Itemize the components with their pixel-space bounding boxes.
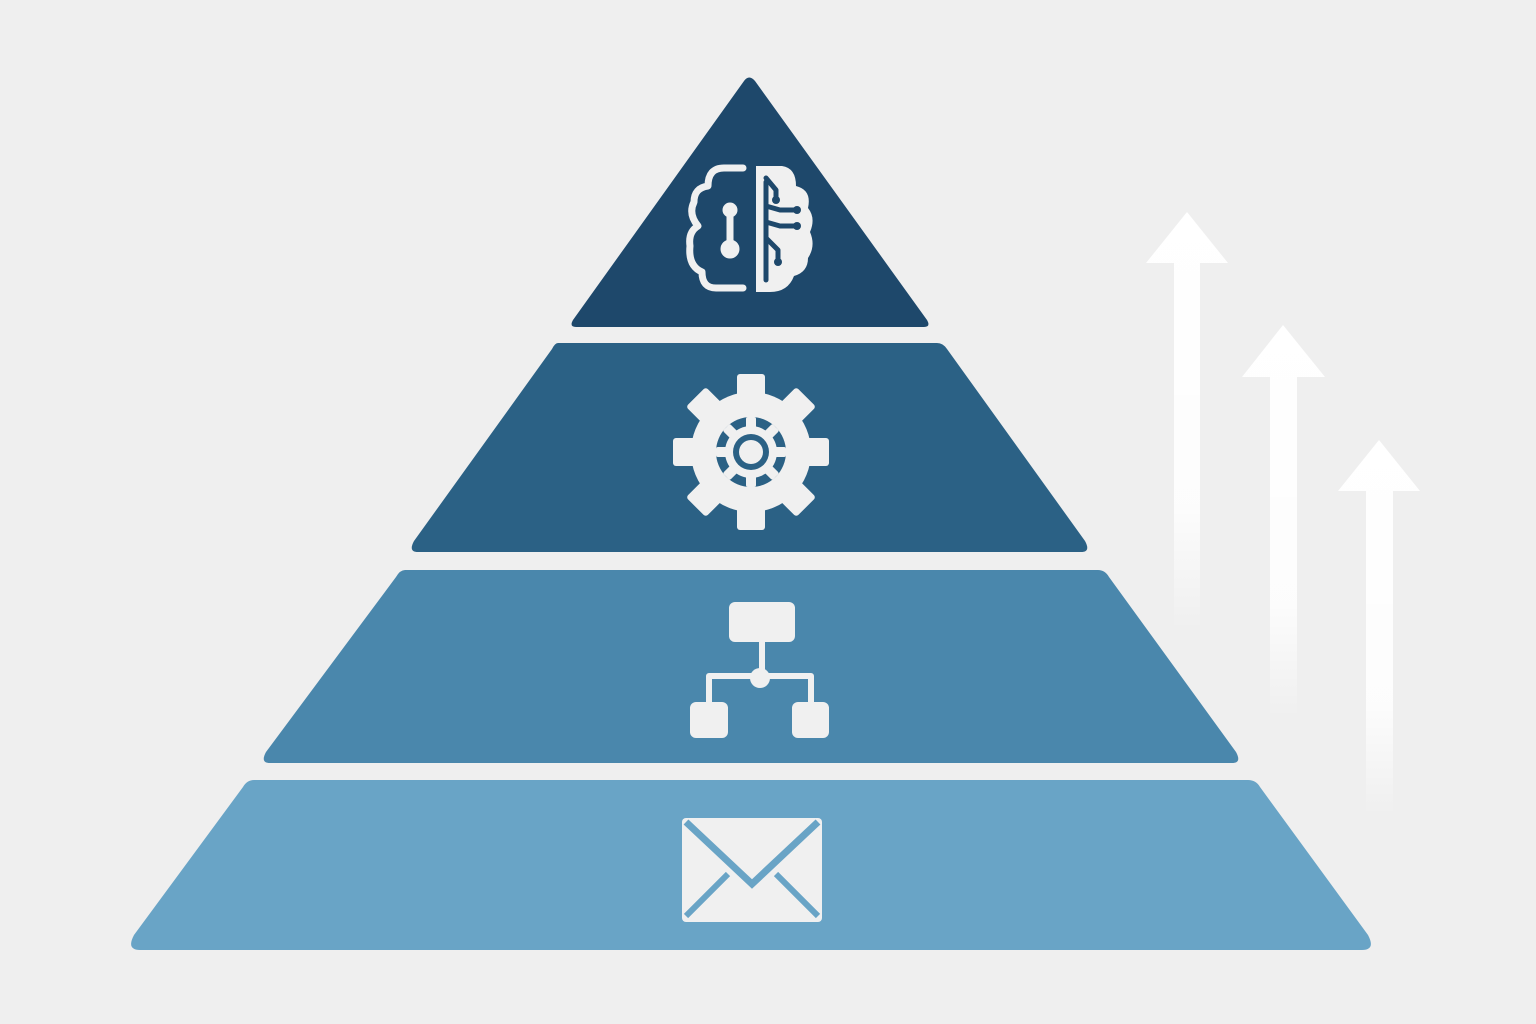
pyramid-tier-2 xyxy=(411,343,1088,552)
pyramid-tier-4 xyxy=(131,780,1371,950)
pyramid-tier-1 xyxy=(571,77,929,327)
growth-arrows xyxy=(1146,212,1420,815)
up-arrow-icon xyxy=(1242,325,1325,718)
up-arrow-icon xyxy=(1146,212,1228,630)
brain-circuit-icon xyxy=(686,164,813,292)
up-arrow-icon xyxy=(1338,440,1420,815)
gear-icon xyxy=(673,374,829,530)
envelope-icon xyxy=(682,818,822,922)
pyramid-tier-3 xyxy=(263,570,1239,763)
hierarchy-flowchart-icon xyxy=(690,602,829,738)
